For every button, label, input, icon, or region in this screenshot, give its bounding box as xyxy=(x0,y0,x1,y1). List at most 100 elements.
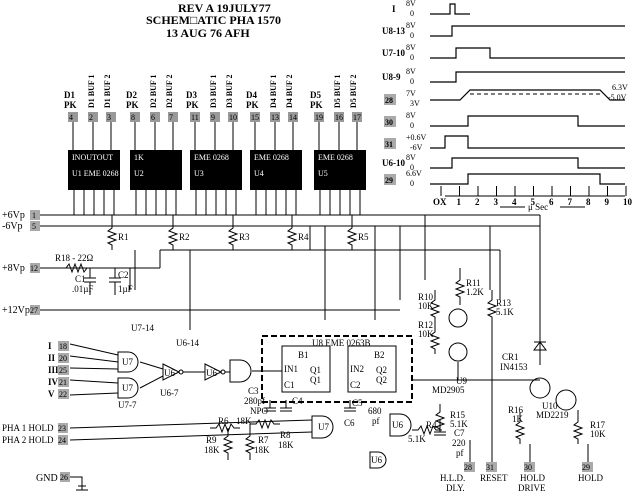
u6-7-label: U6-7 xyxy=(160,388,179,398)
pin-27: 27 xyxy=(30,306,38,315)
pin-box xyxy=(168,112,178,122)
q1-label: Q1 xyxy=(310,365,321,375)
r18-label: R18 - 22Ω xyxy=(55,253,94,263)
pin-box xyxy=(30,305,40,315)
u10-label: U10 xyxy=(542,401,558,411)
pha1-hold-label: PHA 1 HOLD xyxy=(2,423,54,433)
pin-box xyxy=(68,112,78,122)
r5-label: R5 xyxy=(358,232,369,242)
input-5-label: V xyxy=(48,389,55,399)
pin-box xyxy=(582,462,593,472)
timing-row-4-name: 28 xyxy=(385,96,393,105)
pin-1: 1 xyxy=(32,211,36,220)
buffer-pk2-label: PK xyxy=(64,100,77,110)
r3-label: R3 xyxy=(239,232,250,242)
input-2-pin: 20 xyxy=(59,354,67,363)
timing-row-0-hi: 8V xyxy=(406,0,416,8)
v50-label: -5.0V xyxy=(608,93,627,102)
timing-row-5-lo: 0 xyxy=(410,121,414,130)
r15-label: R15 xyxy=(450,410,466,420)
buffer-pk2-label: PK xyxy=(310,100,323,110)
waveform xyxy=(430,173,625,185)
pin-box xyxy=(58,423,68,433)
output-pins: 28 31 30 29 H.L.D. DLY. RESET HOLD DRIVE… xyxy=(440,462,603,492)
pin-box xyxy=(384,174,396,185)
r8-value: 18K xyxy=(278,440,294,450)
pin-box xyxy=(314,112,324,122)
pin-box xyxy=(30,221,40,231)
c3-label: C3 xyxy=(248,386,259,396)
waveform xyxy=(430,157,625,169)
time-tick-label: 10 xyxy=(623,197,633,207)
buffer-extra: 1K xyxy=(134,153,144,162)
timing-row-2-lo: 0 xyxy=(410,53,414,62)
u7-14-label: U7-14 xyxy=(131,323,154,333)
time-tick-label: 7 xyxy=(568,197,573,207)
pin-box xyxy=(58,377,69,387)
rail-p6-label: +6Vp xyxy=(2,210,25,221)
u6-gate-d: U6 xyxy=(371,455,382,465)
pin-24: 24 xyxy=(58,436,66,445)
timing-row-7-hi: 8V xyxy=(406,153,416,162)
timing-row-3-hi: 8V xyxy=(406,67,416,76)
r11-value: 1.2K xyxy=(466,287,484,297)
cr1-label: CR1 xyxy=(502,352,519,362)
waveform xyxy=(430,25,625,37)
pin-box xyxy=(334,112,344,122)
buffer-pin: 8 xyxy=(131,113,135,122)
timing-row-5-name: 30 xyxy=(385,118,393,127)
pin-box xyxy=(58,353,69,363)
pin-26: 26 xyxy=(60,473,68,482)
buffer-name: U4 xyxy=(254,169,264,178)
r7-value: 18K xyxy=(254,445,270,455)
buffer-b1-label: D4 BUF 1 xyxy=(269,75,278,108)
timing-row-0-name: I xyxy=(392,4,396,14)
timing-diagram: I8V0U8-138V0U7-108V0U8-98V0287V3V308V031… xyxy=(382,0,633,212)
buffer-b2-label: D5 BUF 2 xyxy=(349,75,358,108)
buffer-pin: 16 xyxy=(335,113,343,122)
buffer-name: U3 xyxy=(194,169,204,178)
hold-resistor-labels: R6 18K R9 18K R7 18K R8 18K xyxy=(204,416,294,455)
r10-value: 10K xyxy=(418,301,434,311)
reset-label: RESET xyxy=(480,473,508,483)
buffer-name: U5 xyxy=(318,169,328,178)
npo-label: NPO xyxy=(250,406,269,416)
r6-value: 18K xyxy=(236,416,252,426)
c1-value: .01µF xyxy=(72,284,93,294)
buffer-pk-label: D4 xyxy=(246,90,257,100)
r7-label: R7 xyxy=(258,435,269,445)
pin-box xyxy=(228,112,238,122)
r9-label: R9 xyxy=(206,435,217,445)
input-3-label: III xyxy=(48,365,59,375)
pin-box xyxy=(30,210,40,220)
input-5-pin: 22 xyxy=(59,390,67,399)
buffer-pin: 7 xyxy=(169,113,173,122)
drive-label: DRIVE xyxy=(518,483,546,492)
waveform xyxy=(430,3,470,15)
waveform xyxy=(430,71,625,83)
c7-value: 220 xyxy=(452,438,466,448)
r4b-label: R4 xyxy=(426,420,437,430)
in2-label: IN2 xyxy=(350,364,364,374)
buffer-pk-label: D3 xyxy=(186,90,197,100)
pha2-hold-label: PHA 2 HOLD xyxy=(2,435,54,445)
timing-row-6-lo: -6V xyxy=(410,143,423,152)
header-line1: REV A 19JULY77 xyxy=(178,1,271,15)
r4-label: R4 xyxy=(298,232,309,242)
buffer-b1-label: D1 BUF 1 xyxy=(87,75,96,108)
timing-row-4-lo: 3V xyxy=(410,99,420,108)
c2-label: C2 xyxy=(118,270,129,280)
time-tick-label: 8 xyxy=(586,197,591,207)
buffer-b1-label: D3 BUF 1 xyxy=(209,75,218,108)
input-filter xyxy=(60,262,121,295)
input-1-pin: 18 xyxy=(59,342,67,351)
pin-box xyxy=(352,112,362,122)
time-tick-label: 1 xyxy=(457,197,462,207)
time-tick-label: 5 xyxy=(531,197,536,207)
u7-gate-b: U7 xyxy=(122,383,133,393)
waveform xyxy=(430,89,625,101)
timing-row-7-lo: 0 xyxy=(410,163,414,172)
hold-drive-label: HOLD xyxy=(520,473,545,483)
pin-box xyxy=(88,112,98,122)
